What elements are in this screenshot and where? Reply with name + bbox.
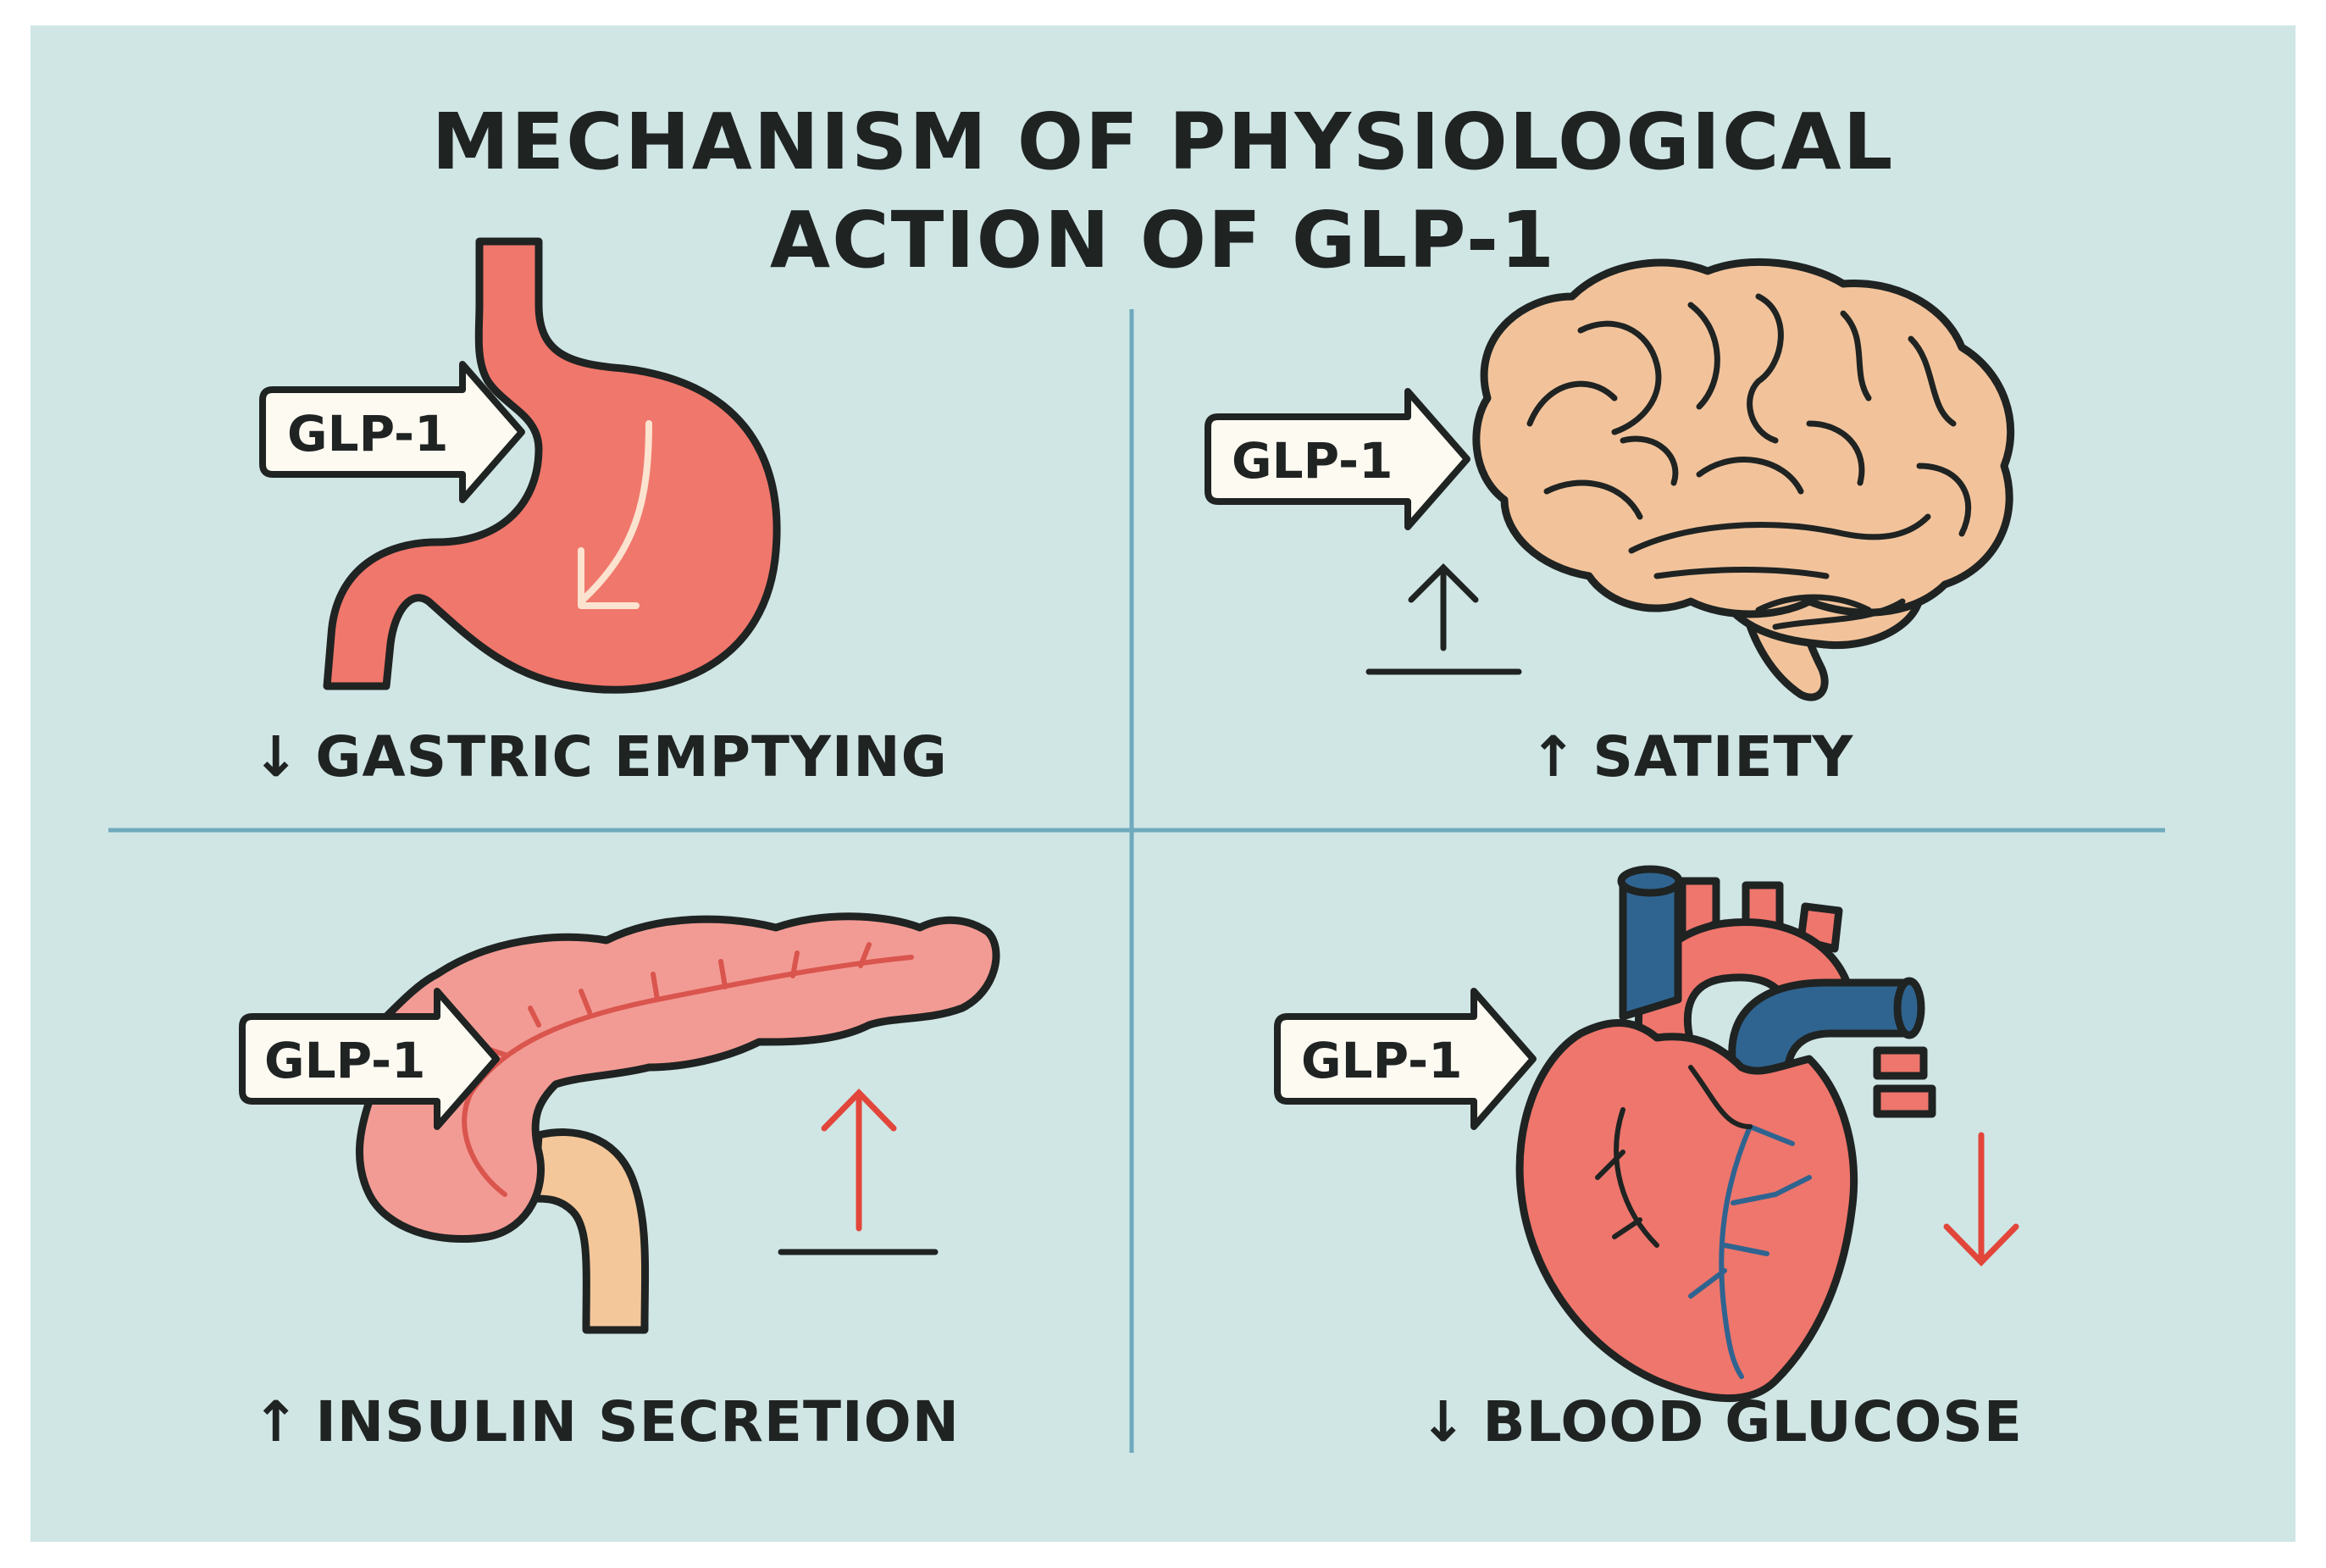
caption-satiety-text: SATIETY <box>1592 724 1854 790</box>
title-line-1: MECHANISM OF PHYSIOLOGICAL <box>431 97 1895 187</box>
blood-glucose-decrease-marker <box>1943 1132 2019 1267</box>
glp1-label-pancreas: GLP-1 <box>264 1032 425 1089</box>
diagram-title: MECHANISM OF PHYSIOLOGICAL ACTION OF GLP… <box>30 93 2296 290</box>
glp1-tag-brain: GLP-1 <box>1205 388 1470 530</box>
glp1-label-stomach: GLP-1 <box>287 405 448 463</box>
heart-illustration <box>1515 865 1936 1403</box>
glp1-label-heart: GLP-1 <box>1301 1032 1462 1089</box>
caption-gastric-emptying-text: GASTRIC EMPTYING <box>315 724 948 790</box>
caption-insulin-secretion-text: INSULIN SECRETION <box>315 1389 960 1454</box>
increase-arrow-icon: ↑ <box>1530 724 1578 790</box>
decrease-arrow-icon: ↓ <box>252 724 301 790</box>
glp1-label-brain: GLP-1 <box>1232 432 1393 490</box>
diagram-panel: MECHANISM OF PHYSIOLOGICAL ACTION OF GLP… <box>30 25 2296 1542</box>
caption-satiety: ↑SATIETY <box>1530 724 1853 790</box>
satiety-increase-marker <box>1365 563 1522 675</box>
caption-insulin-secretion: ↑INSULIN SECRETION <box>252 1389 960 1454</box>
brain-illustration <box>1472 258 2015 701</box>
decrease-arrow-icon: ↓ <box>1420 1389 1468 1454</box>
pancreas-illustration <box>356 912 1000 1334</box>
insulin-increase-marker <box>778 1088 939 1255</box>
glp1-tag-pancreas: GLP-1 <box>239 988 500 1130</box>
increase-arrow-icon: ↑ <box>252 1389 301 1454</box>
caption-blood-glucose: ↓BLOOD GLUCOSE <box>1420 1389 2023 1454</box>
title-line-2: ACTION OF GLP-1 <box>769 195 1557 285</box>
glp1-tag-heart: GLP-1 <box>1274 988 1537 1130</box>
diagram-artwork: GLP-1 <box>108 237 2165 1453</box>
stomach-illustration <box>323 237 781 694</box>
glp1-tag-stomach: GLP-1 <box>259 361 525 503</box>
caption-gastric-emptying: ↓GASTRIC EMPTYING <box>252 724 948 790</box>
caption-blood-glucose-text: BLOOD GLUCOSE <box>1482 1389 2023 1454</box>
